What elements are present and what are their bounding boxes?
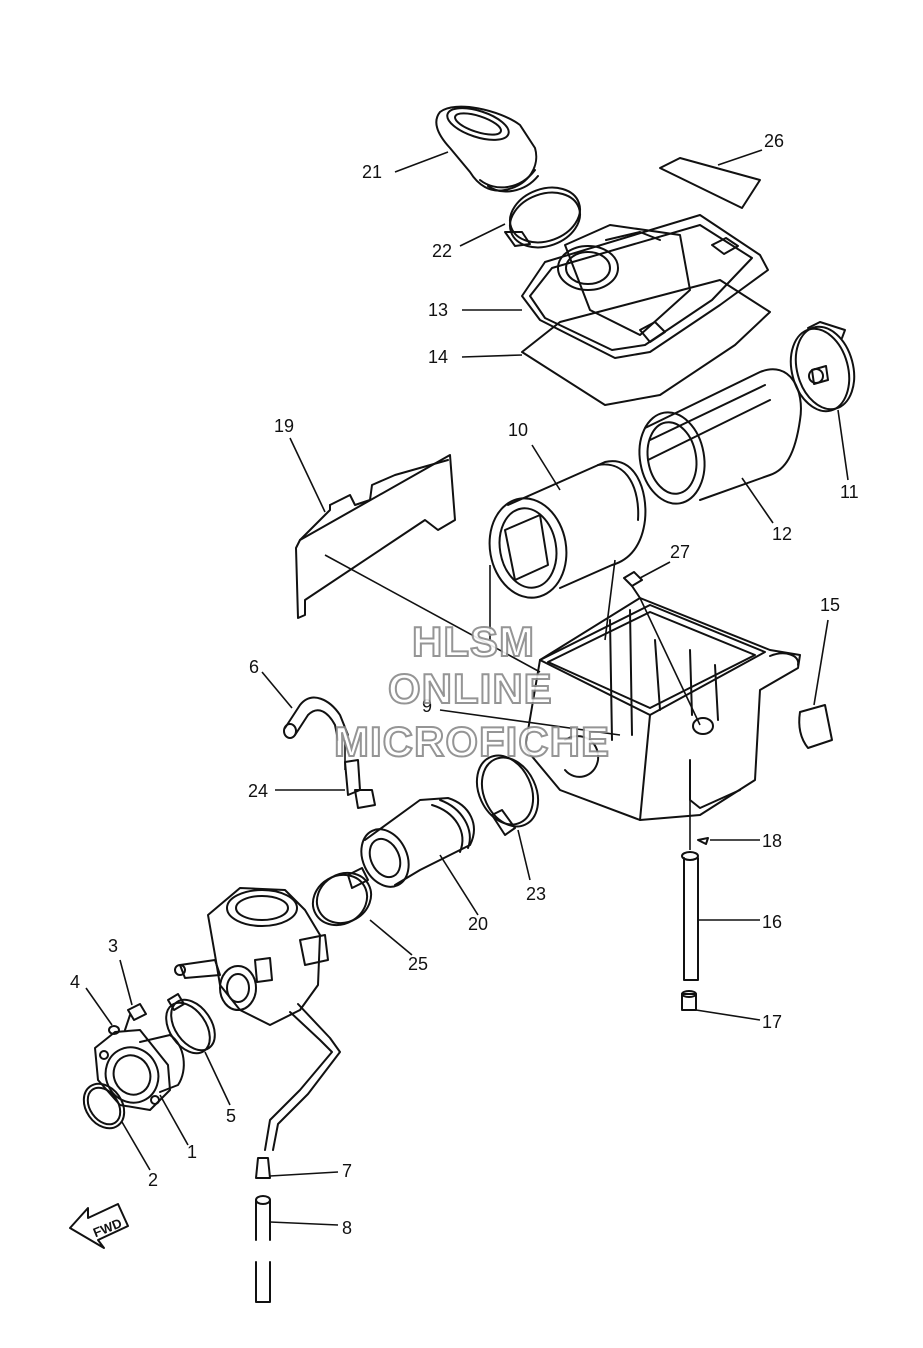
callout-16: 16 xyxy=(762,912,782,932)
watermark-line-1: HLSM xyxy=(412,618,535,665)
forward-arrow-icon: FWD xyxy=(69,1203,129,1249)
clamp-part-5[interactable] xyxy=(157,992,224,1062)
callout-14: 14 xyxy=(428,347,448,367)
outer-filter-element-part[interactable] xyxy=(632,368,802,509)
callout-12: 12 xyxy=(772,524,792,544)
callout-19: 19 xyxy=(274,416,294,436)
elbow-fitting-part[interactable] xyxy=(344,759,376,809)
bolt-part-27[interactable] xyxy=(623,571,643,599)
gasket-part[interactable] xyxy=(521,279,771,406)
callout-17: 17 xyxy=(762,1012,782,1032)
airbox-cover-part[interactable] xyxy=(521,214,769,359)
callout-5: 5 xyxy=(226,1106,236,1126)
label-sticker-part[interactable] xyxy=(659,157,761,209)
watermark-line-3: MICROFICHE xyxy=(334,718,610,765)
callout-10: 10 xyxy=(508,420,528,440)
carburetor-joint-part[interactable] xyxy=(352,797,475,894)
bolt-part-3[interactable] xyxy=(124,1003,147,1031)
callout-8: 8 xyxy=(342,1218,352,1238)
callout-15: 15 xyxy=(820,595,840,615)
washer-part-4[interactable] xyxy=(108,1025,120,1035)
end-cap-part[interactable] xyxy=(782,320,863,418)
clip-part-18[interactable] xyxy=(681,837,709,861)
drain-plug-part-17[interactable] xyxy=(681,990,697,1011)
callout-9: 9 xyxy=(422,696,432,716)
clamp-part-22[interactable] xyxy=(502,178,587,256)
callout-1: 1 xyxy=(187,1142,197,1162)
leader-lines xyxy=(85,149,849,1226)
callout-13: 13 xyxy=(428,300,448,320)
callout-22: 22 xyxy=(432,241,452,261)
clip-part-15[interactable] xyxy=(798,704,833,749)
callout-24: 24 xyxy=(248,781,268,801)
callout-20: 20 xyxy=(468,914,488,934)
callout-11: 11 xyxy=(840,482,859,502)
callout-4: 4 xyxy=(70,972,80,992)
hose-fitting-part-7[interactable] xyxy=(255,1157,271,1179)
drain-pipe-part-16[interactable] xyxy=(683,857,699,981)
carburetor-assembly[interactable] xyxy=(174,887,341,1151)
callout-21: 21 xyxy=(362,162,382,182)
inner-filter-element-part[interactable] xyxy=(482,460,647,604)
callout-25: 25 xyxy=(408,954,428,974)
callout-3: 3 xyxy=(108,936,118,956)
clamp-part-25[interactable] xyxy=(304,863,380,935)
callout-6: 6 xyxy=(249,657,259,677)
clamp-part-23[interactable] xyxy=(466,746,549,836)
callout-7: 7 xyxy=(342,1161,352,1181)
heat-shield-part[interactable] xyxy=(295,454,456,619)
airbox-case-part[interactable] xyxy=(524,597,801,821)
callout-26: 26 xyxy=(764,131,784,151)
o-ring-part[interactable] xyxy=(75,1076,132,1136)
callout-27: 27 xyxy=(670,542,690,562)
breather-hose-part[interactable] xyxy=(283,696,349,741)
watermark-line-2: ONLINE xyxy=(388,665,553,712)
callout-18: 18 xyxy=(762,831,782,851)
callout-2: 2 xyxy=(148,1170,158,1190)
callout-labels: 1 2 3 4 5 6 7 8 9 10 11 12 13 14 15 16 1… xyxy=(70,131,859,1238)
drain-hose-part-8[interactable] xyxy=(255,1195,271,1303)
intake-duct-part[interactable] xyxy=(435,102,539,193)
intake-manifold-part[interactable] xyxy=(94,1029,185,1111)
callout-23: 23 xyxy=(526,884,546,904)
watermark: HLSM ONLINE MICROFICHE xyxy=(333,617,610,766)
